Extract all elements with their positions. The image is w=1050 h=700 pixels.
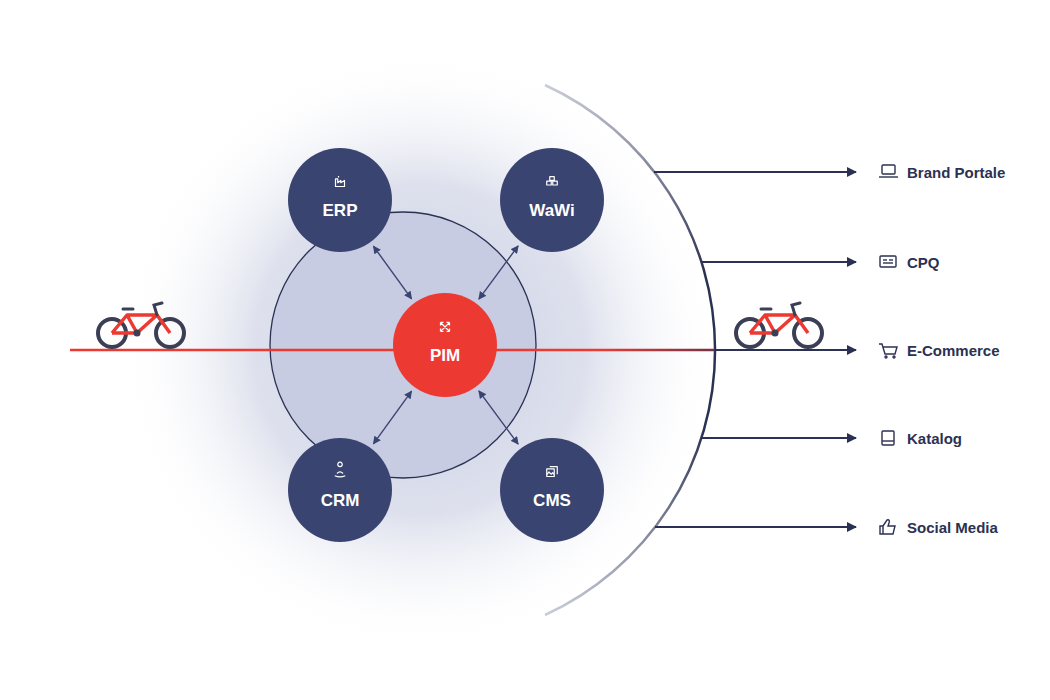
system-circle: CRM	[288, 438, 392, 542]
node-label: CRM	[321, 491, 360, 511]
output-channel: Social Media	[907, 519, 998, 536]
sync-arrow	[479, 246, 518, 299]
sync-arrow	[373, 391, 411, 444]
bicycle	[98, 303, 184, 347]
system-circle: WaWi	[500, 148, 604, 252]
circle-outline	[288, 438, 392, 542]
output-channel: Katalog	[907, 430, 962, 447]
circle-outline	[288, 148, 392, 252]
product-line	[490, 349, 715, 352]
bicycle	[736, 303, 822, 347]
sync-arrow	[373, 246, 411, 299]
node-label: WaWi	[529, 201, 575, 221]
output-channel: E-Commerce	[907, 342, 1000, 359]
output-arrows	[654, 172, 856, 527]
system-icon	[547, 467, 558, 477]
output-icons	[879, 165, 898, 534]
system-ring	[270, 212, 536, 478]
circle-outline	[500, 148, 604, 252]
product-line	[70, 349, 400, 352]
circle-outline	[393, 293, 497, 397]
system-icon	[547, 177, 558, 185]
pim-circle: PIM	[393, 293, 497, 397]
system-icon	[335, 176, 344, 187]
sync-arrow	[479, 391, 518, 444]
node-label: ERP	[323, 201, 358, 221]
node-label: CMS	[533, 491, 571, 511]
output-channel: Brand Portale	[907, 164, 1005, 181]
output-channel: CPQ	[907, 254, 940, 271]
system-circle: CMS	[500, 438, 604, 542]
node-label: PIM	[430, 346, 460, 366]
system-icon	[440, 322, 449, 331]
system-icon	[335, 462, 346, 477]
system-circle: ERP	[288, 148, 392, 252]
circle-outline	[500, 438, 604, 542]
